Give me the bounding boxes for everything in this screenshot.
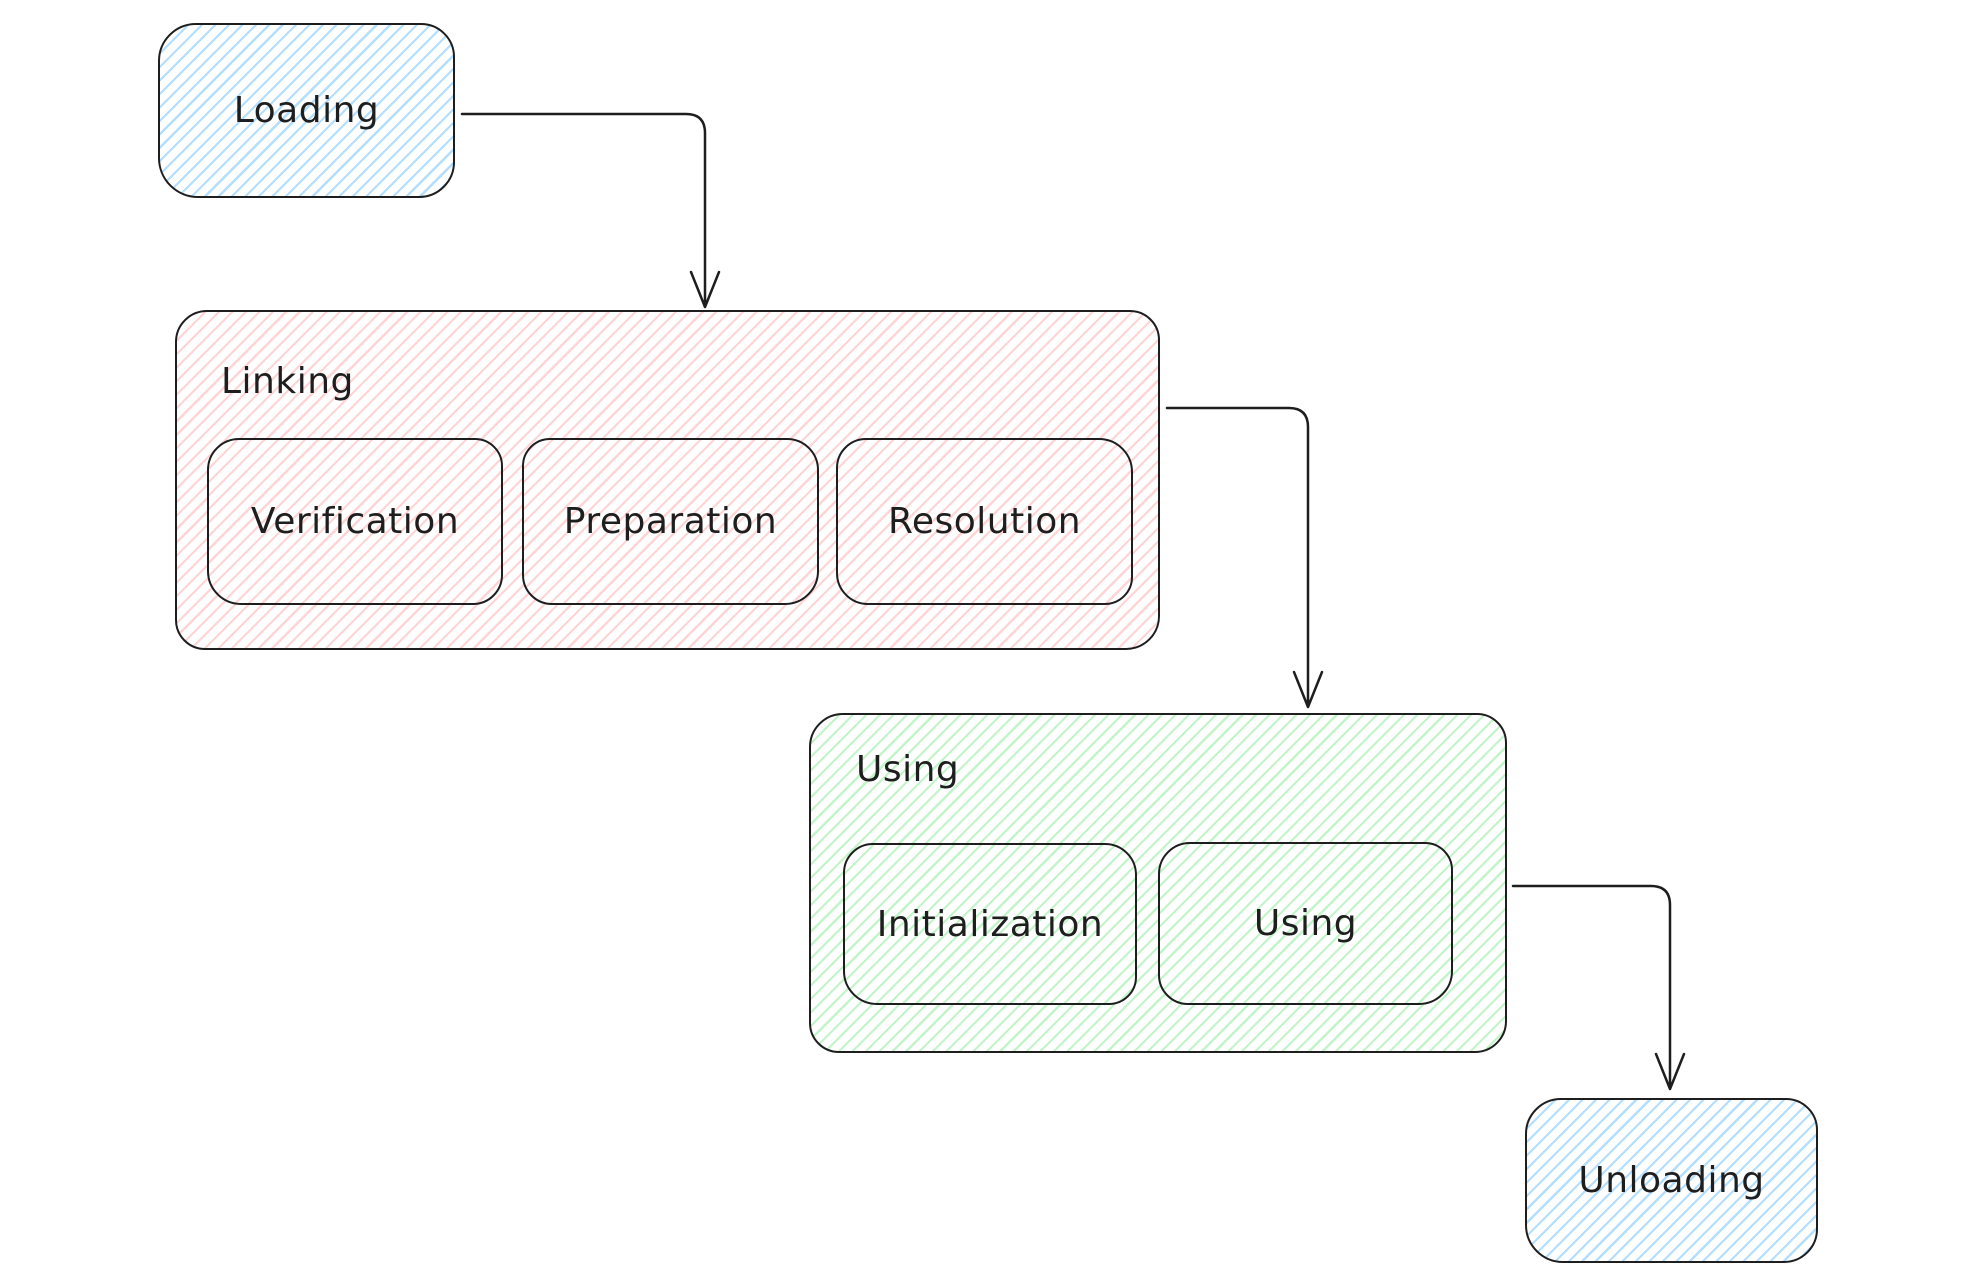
node-verification: Verification bbox=[207, 438, 503, 605]
group-using-title: Using bbox=[856, 749, 960, 790]
node-initialization: Initialization bbox=[843, 843, 1137, 1005]
arrow-linking-to-using bbox=[1165, 406, 1324, 709]
node-preparation: Preparation bbox=[522, 438, 819, 605]
node-loading-label: Loading bbox=[233, 90, 380, 131]
node-using: Using bbox=[1158, 842, 1453, 1005]
group-linking-title: Linking bbox=[221, 361, 354, 402]
node-unloading-label: Unloading bbox=[1578, 1160, 1765, 1201]
node-resolution-label: Resolution bbox=[887, 501, 1082, 542]
node-using-label: Using bbox=[1253, 903, 1358, 944]
node-resolution: Resolution bbox=[836, 438, 1133, 605]
node-loading: Loading bbox=[158, 23, 455, 198]
node-preparation-label: Preparation bbox=[563, 501, 778, 542]
node-unloading: Unloading bbox=[1525, 1098, 1818, 1263]
arrow-using-to-unloading bbox=[1511, 884, 1686, 1091]
node-initialization-label: Initialization bbox=[876, 903, 1104, 945]
node-verification-label: Verification bbox=[250, 501, 460, 542]
arrow-loading-to-linking bbox=[460, 112, 721, 309]
